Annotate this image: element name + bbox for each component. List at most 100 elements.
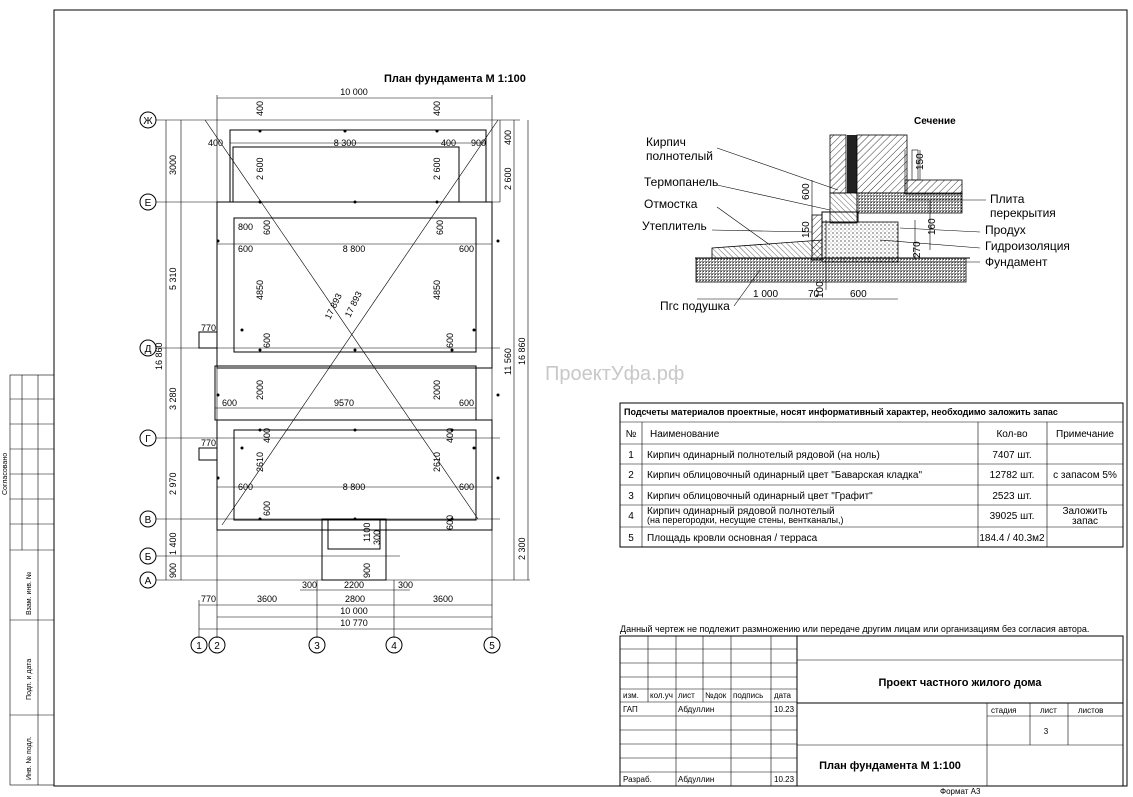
materials-title: Подсчеты материалов проектные, носят инф… xyxy=(624,407,1058,417)
section-detail: Сечение 150 xyxy=(642,116,1070,313)
row2-qty: 12782 шт. xyxy=(990,470,1035,481)
agreed-label: Согласовано xyxy=(2,453,9,495)
dim-bot-10000: 10 000 xyxy=(340,606,368,616)
sheets-label: листов xyxy=(1078,706,1103,715)
row2-num: 2 xyxy=(628,470,634,481)
dim-row3-9570: 9570 xyxy=(334,398,354,408)
dim-row3-600c: 600 xyxy=(262,333,272,348)
sec-dim-270: 270 xyxy=(912,241,923,258)
dim-bot-10770: 10 770 xyxy=(340,618,368,628)
dim-top-400a: 400 xyxy=(208,138,223,148)
dim-row3-2000b: 2000 xyxy=(432,380,442,400)
dim-row2-800: 800 xyxy=(238,222,253,232)
dev-date: 10.23 xyxy=(774,775,795,784)
label-pgs: Пгс подушка xyxy=(660,299,730,313)
dim-row4-400a: 400 xyxy=(262,428,272,443)
dim-row2-4850a: 4850 xyxy=(255,280,265,300)
dim-row2-600c: 600 xyxy=(262,220,272,235)
row4-name2: (на перегородки, несущие стены, венткана… xyxy=(647,515,843,525)
dim-top-400c: 400 xyxy=(255,101,265,116)
dim-porch-2200: 2200 xyxy=(344,580,364,590)
dim-top-400b: 400 xyxy=(441,138,456,148)
sec-dim-100: 100 xyxy=(815,281,826,298)
dim-row4-8800: 8 800 xyxy=(343,482,366,492)
dim-right-2300: 2 300 xyxy=(517,537,527,560)
label-hydro: Гидроизоляция xyxy=(985,239,1070,253)
dim-left-2970: 2 970 xyxy=(168,472,178,495)
dim-top-900: 900 xyxy=(471,138,486,148)
dim-row4-600d: 600 xyxy=(445,515,455,530)
axis-col-4: 4 xyxy=(391,641,397,652)
foundation-plan: Ж Е Д Г В Б А 1 2 3 4 5 xyxy=(139,87,530,654)
watermark: ПроектУфа.рф xyxy=(545,363,684,385)
dim-right-16860: 16 860 xyxy=(517,337,527,365)
dim-right-400: 400 xyxy=(503,130,513,145)
inv-orig-label: Инв. № подл. xyxy=(26,736,33,780)
notice-text: Данный чертеж не подлежит размножению ил… xyxy=(620,624,1089,634)
row4-name: Кирпич одинарный рядовой полнотелый xyxy=(647,506,835,517)
dim-left-900: 900 xyxy=(168,563,178,578)
row1-name: Кирпич одинарный полнотелый рядовой (на … xyxy=(647,450,880,461)
axis-row-v: В xyxy=(145,515,152,526)
dim-left-3280: 3 280 xyxy=(168,387,178,410)
dim-bot-3600a: 3600 xyxy=(257,594,277,604)
title-block: изм. кол.уч лист №док подпись дата ГАП А… xyxy=(619,635,1124,787)
col-izm: изм. xyxy=(623,691,639,700)
dim-row2-600a: 600 xyxy=(238,244,253,254)
dim-row4-600b: 600 xyxy=(459,482,474,492)
gap-date: 10.23 xyxy=(774,705,795,714)
dim-porch-1100: 1100 xyxy=(362,523,372,542)
format-label: Формат А3 xyxy=(940,787,981,796)
label-thermo: Термопанель xyxy=(644,175,718,189)
dim-top-inner: 8 300 xyxy=(334,138,357,148)
dim-row3-600b: 600 xyxy=(459,398,474,408)
hdr-qty: Кол-во xyxy=(996,429,1028,440)
sec-dim-1000: 1 000 xyxy=(753,289,778,300)
dim-row4-2610b: 2610 xyxy=(432,452,442,472)
dim-row4-600a: 600 xyxy=(238,482,253,492)
hdr-num: № xyxy=(626,429,637,440)
gap-name: Абдуллин xyxy=(678,705,714,714)
dim-left-1400: 1 400 xyxy=(168,532,178,555)
hdr-note: Примечание xyxy=(1056,429,1114,440)
axis-col-5: 5 xyxy=(489,641,495,652)
side-stamp: Согласовано Взам. инв. № Подп. и дата Ин… xyxy=(2,374,55,786)
row1-num: 1 xyxy=(628,450,634,461)
label-brick-2: полнотелый xyxy=(646,149,713,163)
dim-row3-600d: 600 xyxy=(445,333,455,348)
dim-diag-b: 17 893 xyxy=(343,290,364,319)
dim-row3-600a: 600 xyxy=(222,398,237,408)
dim-row2-8800: 8 800 xyxy=(343,244,366,254)
dim-porch-300c: 300 xyxy=(398,580,413,590)
dev-role: Разраб. xyxy=(623,775,652,784)
sheet-number: 3 xyxy=(1044,727,1049,736)
sec-dim-160: 160 xyxy=(927,218,938,235)
dim-left-5310: 5 310 xyxy=(168,267,178,290)
sec-dim-600b: 600 xyxy=(850,289,867,300)
plan-title: План фундамента М 1:100 xyxy=(384,73,526,85)
axis-row-zh: Ж xyxy=(143,116,153,127)
row4-qty: 39025 шт. xyxy=(990,511,1035,522)
label-slab-2: перекрытия xyxy=(990,206,1056,220)
dim-left-3000: 3000 xyxy=(168,155,178,175)
dim-right-11560: 11 560 xyxy=(503,348,513,375)
dim-row1-2600a: 2 600 xyxy=(255,157,265,180)
dim-bot-3600b: 3600 xyxy=(433,594,453,604)
axis-col-1: 1 xyxy=(196,641,202,652)
dev-name: Абдуллин xyxy=(678,775,714,784)
dim-row1-2600b: 2 600 xyxy=(432,157,442,180)
row2-note: с запасом 5% xyxy=(1053,470,1117,481)
dim-right-2600: 2 600 xyxy=(503,167,513,190)
gap-role: ГАП xyxy=(623,705,638,714)
label-insul: Утеплитель xyxy=(642,219,707,233)
sec-dim-150a: 150 xyxy=(915,153,926,170)
dim-row2-600b: 600 xyxy=(459,244,474,254)
dim-bot-770: 770 xyxy=(201,594,216,604)
row5-num: 5 xyxy=(628,533,634,544)
label-slab-1: Плита xyxy=(990,192,1025,206)
col-kolch: кол.уч xyxy=(650,691,673,700)
col-date: дата xyxy=(774,691,792,700)
col-sign: подпись xyxy=(733,691,763,700)
label-otmostka: Отмостка xyxy=(644,197,698,211)
row5-name: Площадь кровли основная / терраса xyxy=(647,533,818,544)
